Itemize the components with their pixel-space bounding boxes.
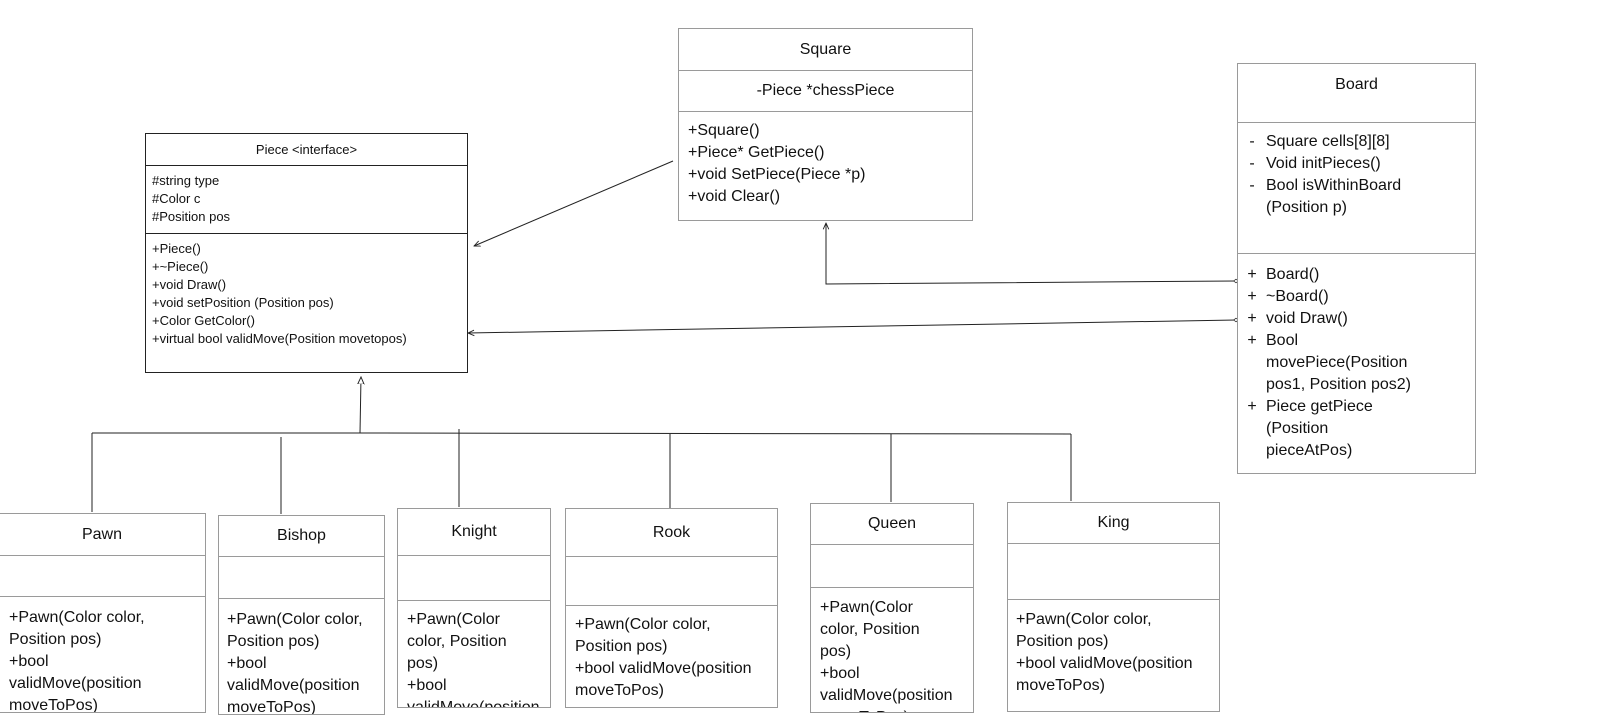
visibility-marker: + xyxy=(1247,332,1257,349)
board-method-row: + ~Board() xyxy=(1238,286,1471,308)
board-attribute: Bool isWithinBoard (Position p) xyxy=(1266,177,1402,216)
rook-methods: +Pawn(Color color, Position pos) +bool v… xyxy=(566,606,777,707)
board-method: Piece getPiece (Position pieceAtPos) xyxy=(1266,398,1373,459)
board-attribute-row: -Void initPieces() xyxy=(1238,153,1471,175)
piece-methods: +Piece() +~Piece() +void Draw() +void se… xyxy=(146,234,467,354)
visibility-marker: - xyxy=(1249,133,1255,150)
queen-method: +Pawn(Color color, Position pos) xyxy=(820,599,920,660)
knight-class-title: Knight xyxy=(398,509,550,556)
board-class-title: Board xyxy=(1238,64,1475,123)
rook-method: +Pawn(Color color, Position pos) xyxy=(575,616,711,655)
board-method-row: + Piece getPiece (Position pieceAtPos) xyxy=(1238,396,1471,462)
queen-methods: +Pawn(Color color, Position pos) +bool v… xyxy=(811,588,973,712)
knight-method: +Pawn(Color color, Position pos) xyxy=(407,611,507,672)
bishop-method: +Pawn(Color color, Position pos) xyxy=(227,611,363,650)
board-attribute: Void initPieces() xyxy=(1266,155,1381,172)
visibility-marker: + xyxy=(1247,266,1257,283)
bishop-class: Bishop +Pawn(Color color, Position pos) … xyxy=(218,515,385,715)
king-class: King +Pawn(Color color, Position pos) +b… xyxy=(1007,502,1220,712)
king-class-title: King xyxy=(1008,503,1219,544)
board-attributes: -Square cells[8][8] -Void initPieces() -… xyxy=(1238,123,1475,254)
rook-attributes xyxy=(566,557,777,606)
knight-class: Knight +Pawn(Color color, Position pos) … xyxy=(397,508,551,708)
bishop-methods: +Pawn(Color color, Position pos) +bool v… xyxy=(219,599,384,715)
piece-attribute: #string type xyxy=(152,173,220,188)
rook-method: +bool validMove(position moveToPos) xyxy=(575,660,752,699)
board-method-row: + Board() xyxy=(1238,264,1471,286)
square-method: +Piece* GetPiece() xyxy=(688,144,825,161)
board-method: ~Board() xyxy=(1266,288,1329,305)
king-attributes xyxy=(1008,544,1219,600)
bishop-attributes xyxy=(219,557,384,599)
square-method: +void Clear() xyxy=(688,188,781,205)
queen-class-title: Queen xyxy=(811,504,973,545)
visibility-marker: - xyxy=(1249,155,1255,172)
knight-methods: +Pawn(Color color, Position pos) +bool v… xyxy=(398,601,550,708)
board-attribute: Square cells[8][8] xyxy=(1266,133,1390,150)
bishop-class-title: Bishop xyxy=(219,516,384,557)
piece-method: +Color GetColor() xyxy=(152,313,255,328)
square-class: Square -Piece *chessPiece +Square() +Pie… xyxy=(678,28,973,221)
piece-method: +Piece() xyxy=(152,241,201,256)
visibility-marker: + xyxy=(1247,398,1257,415)
board-method: Board() xyxy=(1266,266,1320,283)
inheritance-bus xyxy=(92,432,1072,435)
board-square-association xyxy=(826,223,1236,285)
board-piece-association xyxy=(468,320,1236,333)
visibility-marker: + xyxy=(1247,310,1257,327)
square-attribute: -Piece *chessPiece xyxy=(756,82,895,99)
inheritance-trunk xyxy=(360,377,361,434)
visibility-marker: + xyxy=(1247,288,1257,305)
pawn-class-title: Pawn xyxy=(0,514,205,556)
square-method: +void SetPiece(Piece *p) xyxy=(688,166,866,183)
piece-class: Piece <interface> #string type #Color c … xyxy=(145,133,468,373)
piece-attribute: #Color c xyxy=(152,191,201,206)
bishop-method: +bool validMove(position moveToPos) xyxy=(227,655,360,715)
square-methods: +Square() +Piece* GetPiece() +void SetPi… xyxy=(679,112,972,216)
board-method: void Draw() xyxy=(1266,310,1348,327)
square-piece-association xyxy=(474,160,674,246)
queen-attributes xyxy=(811,545,973,588)
piece-method: +void Draw() xyxy=(152,277,227,292)
square-class-title: Square xyxy=(679,29,972,71)
board-method-row: + Bool movePiece(Position pos1, Position … xyxy=(1238,330,1471,396)
piece-attributes: #string type #Color c #Position pos xyxy=(146,166,467,234)
board-method-row: + void Draw() xyxy=(1238,308,1471,330)
pawn-method: +Pawn(Color color, Position pos) xyxy=(9,609,145,648)
piece-method: +~Piece() xyxy=(152,259,209,274)
king-methods: +Pawn(Color color, Position pos) +bool v… xyxy=(1008,600,1219,706)
board-attribute-row: -Square cells[8][8] xyxy=(1238,131,1471,153)
queen-method: +bool validMove(position moveToPos) xyxy=(820,665,953,712)
board-methods: + Board() + ~Board() + void Draw() + Bool mo… xyxy=(1238,254,1475,462)
board-method: Bool movePiece(Position pos1, Position p… xyxy=(1266,332,1411,393)
piece-attribute: #Position pos xyxy=(152,209,231,224)
knight-attributes xyxy=(398,556,550,601)
pawn-attributes xyxy=(0,556,205,597)
knight-method: +bool validMove(position moveToPos) xyxy=(407,677,540,708)
visibility-marker: - xyxy=(1249,177,1255,194)
pawn-method: +bool validMove(position moveToPos) xyxy=(9,653,142,713)
king-method: +bool validMove(position moveToPos) xyxy=(1016,655,1193,694)
piece-method: +void setPosition (Position pos) xyxy=(152,295,334,310)
square-method: +Square() xyxy=(688,122,760,139)
pawn-class: Pawn +Pawn(Color color, Position pos) +b… xyxy=(0,513,206,713)
board-attribute-row: -Bool isWithinBoard (Position p) xyxy=(1238,175,1471,219)
board-class: Board -Square cells[8][8] -Void initPiec… xyxy=(1237,63,1476,474)
queen-class: Queen +Pawn(Color color, Position pos) +… xyxy=(810,503,974,713)
rook-class: Rook +Pawn(Color color, Position pos) +b… xyxy=(565,508,778,708)
piece-class-title: Piece <interface> xyxy=(146,134,467,166)
rook-class-title: Rook xyxy=(566,509,777,557)
pawn-methods: +Pawn(Color color, Position pos) +bool v… xyxy=(0,597,205,713)
king-method: +Pawn(Color color, Position pos) xyxy=(1016,611,1152,650)
piece-method: +virtual bool validMove(Position movetop… xyxy=(152,331,407,346)
square-attributes: -Piece *chessPiece xyxy=(679,71,972,112)
